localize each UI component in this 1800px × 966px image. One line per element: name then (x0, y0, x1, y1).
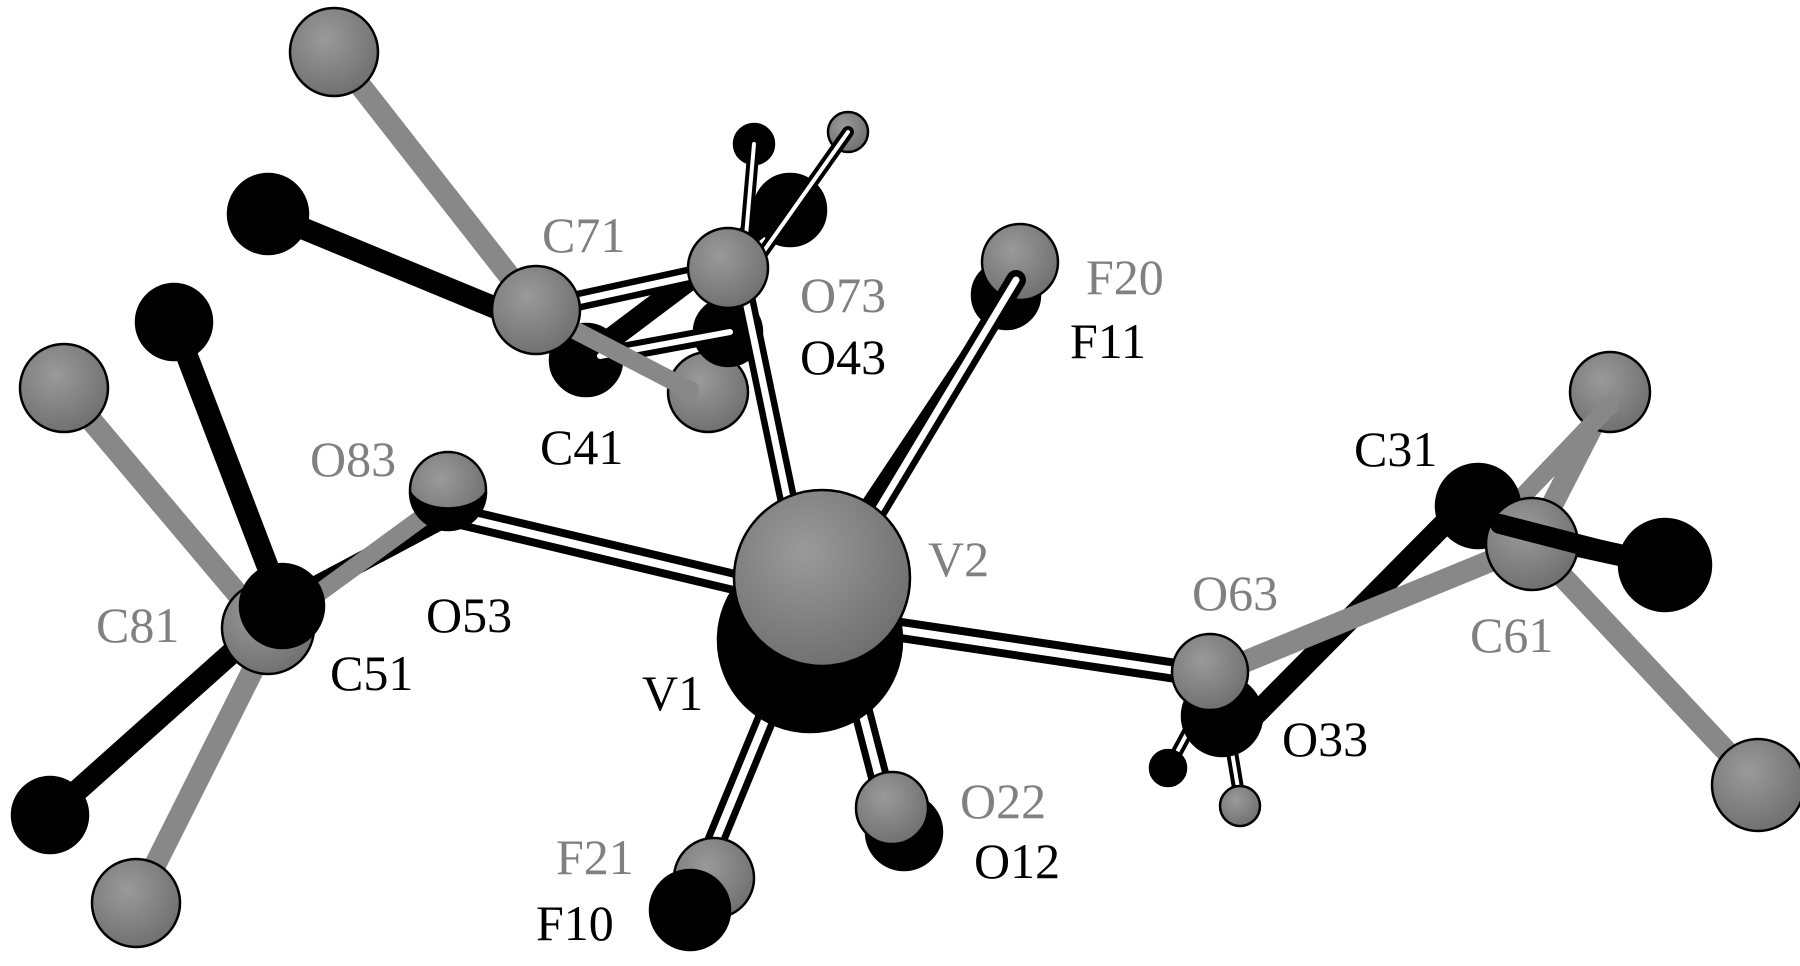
atom-h-gray-o33 (1218, 784, 1262, 828)
bond-v-f20-inner (856, 276, 1020, 544)
atom-c-gray-right-bottom (1710, 737, 1800, 833)
atom-c-gray-top-left (288, 6, 380, 98)
label-c71: C71 (542, 207, 625, 263)
label-f20: F20 (1086, 249, 1164, 305)
label-o83: O83 (310, 431, 396, 487)
atom-o73 (686, 226, 770, 310)
label-o12: O12 (974, 833, 1060, 889)
label-f10: F10 (536, 895, 614, 951)
bond-c61-gray-arm-down (1521, 533, 1769, 796)
label-f11: F11 (1070, 313, 1146, 369)
label-c61: C61 (1470, 607, 1553, 663)
label-c41: C41 (540, 419, 623, 475)
label-v1: V1 (642, 665, 703, 721)
bond-c81-gray-arm-down (125, 629, 279, 914)
bond-c71-gray-arm (323, 41, 547, 321)
atom-v2 (732, 488, 912, 668)
label-c51: C51 (330, 645, 413, 701)
atom-f20 (980, 222, 1060, 302)
atom-c-gray-far-left (18, 342, 110, 434)
label-o63: O63 (1192, 565, 1278, 621)
atom-c-black-top (134, 282, 214, 362)
atom-c51 (238, 562, 326, 650)
bond-c51-black-arm-up (163, 311, 293, 615)
label-c31: C31 (1354, 421, 1437, 477)
atom-o53 (408, 491, 488, 532)
label-o33: O33 (1282, 711, 1368, 767)
atom-o22 (854, 770, 930, 846)
label-o53: O53 (426, 587, 512, 643)
atoms-front (220, 226, 1650, 952)
bond-c41-black-arm (257, 203, 531, 329)
label-o73: O73 (800, 267, 886, 323)
label-v2: V2 (928, 531, 989, 587)
label-c81: C81 (96, 597, 179, 653)
atom-c-gray-bottom-left (90, 857, 182, 949)
bond-c81-gray-arm-left (53, 377, 279, 641)
bond-c31-front-arm (1490, 514, 1650, 570)
atom-f10 (648, 868, 732, 952)
atom-h-black-o33 (1148, 748, 1188, 788)
atom-c-black-left (226, 172, 310, 256)
atom-c-black-bottom-left (10, 775, 90, 855)
atom-o63 (1170, 632, 1250, 712)
label-o43: O43 (800, 329, 886, 385)
atom-labels: C71 O73 O43 F20 F11 C41 O83 C31 V2 O63 C… (96, 207, 1553, 951)
atom-c71 (490, 264, 582, 356)
label-o22: O22 (960, 773, 1046, 829)
label-f21: F21 (556, 829, 634, 885)
atoms-back (10, 6, 1800, 949)
atom-c-black-right (1617, 517, 1713, 613)
bond-c61-o63 (1199, 533, 1543, 687)
atom-c-gray-right-top (1568, 350, 1652, 434)
